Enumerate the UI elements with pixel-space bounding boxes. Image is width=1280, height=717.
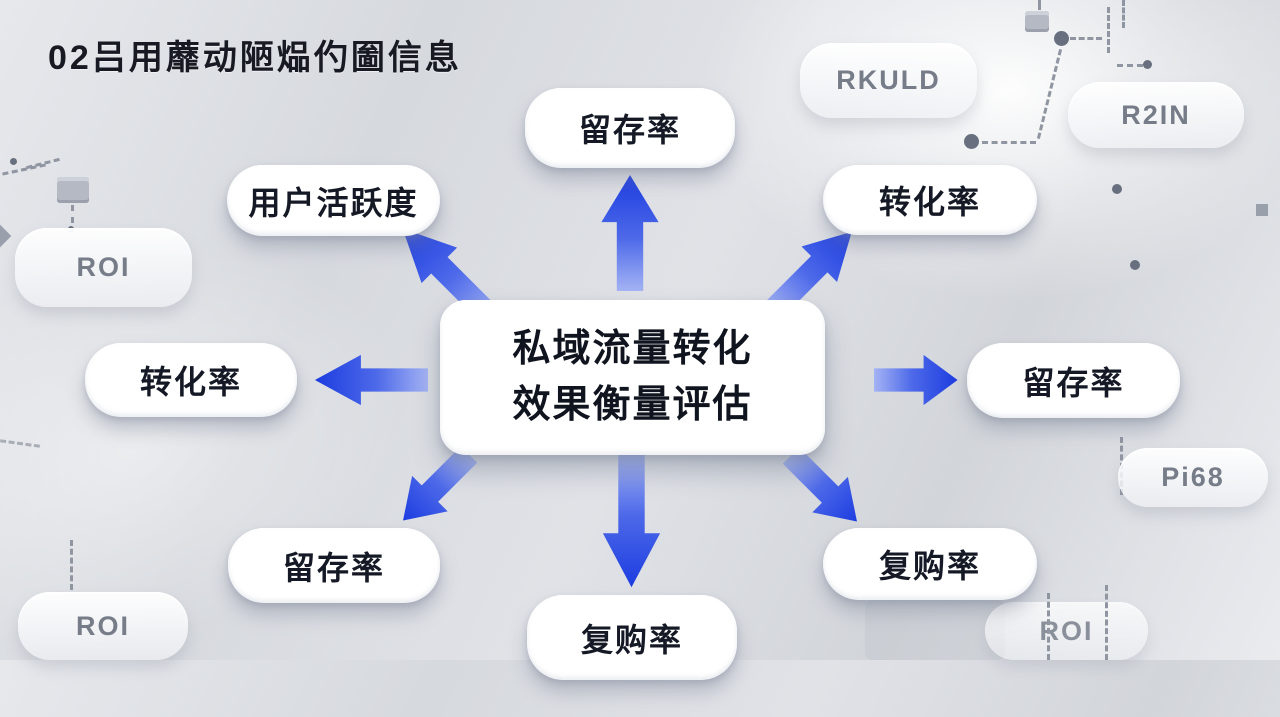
- node-repurchase-bottom: 复购率: [527, 595, 737, 680]
- badge-label: R2IN: [1121, 99, 1191, 130]
- node-retention-right: 留存率: [967, 343, 1180, 418]
- dot-icon: [964, 134, 979, 149]
- dashed-line: [1070, 37, 1102, 40]
- node-user-activity: 用户活跃度: [227, 165, 440, 236]
- badge-pi68: Pi68: [1118, 448, 1268, 507]
- dashed-line: [1105, 585, 1108, 660]
- arrow-down-right-icon: [770, 435, 878, 543]
- dashed-line: [1122, 0, 1125, 28]
- node-label: 留存率: [1022, 364, 1125, 401]
- dashed-line: [0, 439, 41, 448]
- badge-label: ROI: [76, 252, 131, 282]
- dashed-line: [26, 157, 60, 170]
- node-retention-bottom-left: 留存率: [228, 528, 440, 603]
- node-repurchase-bottom-right: 复购率: [823, 528, 1037, 600]
- dashed-line: [1117, 64, 1143, 67]
- center-node-line1: 私域流量转化: [512, 328, 753, 371]
- badge-roi-bottom-left: ROI: [18, 592, 188, 660]
- node-label: 复购率: [580, 621, 683, 658]
- background-shape: [865, 600, 1005, 660]
- node-retention-top: 留存率: [525, 88, 735, 168]
- node-label: 留存率: [282, 549, 385, 586]
- badge-label: Pi68: [1161, 462, 1225, 492]
- dashed-line: [1107, 7, 1110, 53]
- arrow-right-icon: [874, 351, 959, 409]
- badge-roi-left: ROI: [15, 228, 192, 307]
- center-node-line2: 效果衡量评估: [512, 383, 753, 426]
- dot-icon: [1054, 31, 1069, 46]
- square-icon: [1256, 204, 1268, 216]
- node-label: 转化率: [139, 364, 242, 400]
- dashed-line: [1047, 593, 1050, 660]
- dashed-line: [1036, 49, 1063, 139]
- badge-r2in: R2IN: [1068, 82, 1244, 148]
- dot-icon: [1130, 260, 1140, 270]
- box-icon: [57, 177, 89, 203]
- arrow-down-left-icon: [381, 434, 489, 542]
- dashed-line: [982, 141, 1036, 144]
- node-label: 用户活跃度: [248, 184, 419, 221]
- node-label: 复购率: [878, 548, 981, 584]
- center-node: 私域流量转化 效果衡量评估: [440, 300, 825, 455]
- dot-icon: [10, 158, 17, 165]
- arrow-down-icon: [599, 454, 665, 590]
- badge-label: RKULD: [836, 65, 941, 95]
- node-conversion-top-right: 转化率: [823, 165, 1037, 235]
- arrow-up-icon: [597, 173, 663, 291]
- dashed-line: [1038, 0, 1041, 10]
- cube-icon: [1025, 11, 1049, 32]
- dashed-line: [70, 540, 73, 590]
- badge-rkuld: RKULD: [800, 43, 977, 118]
- node-label: 转化率: [878, 184, 981, 220]
- dot-icon: [1112, 184, 1122, 194]
- dashed-line: [71, 205, 74, 223]
- dot-icon: [1143, 60, 1152, 69]
- arrow-left-icon: [313, 351, 428, 409]
- badge-roi-bottom-right: ROI: [985, 602, 1148, 660]
- node-conversion-left: 转化率: [85, 343, 297, 417]
- slide-title: 02吕用蘼动陋煰仢圗信息: [48, 39, 462, 77]
- node-label: 留存率: [578, 112, 681, 148]
- badge-label: ROI: [75, 610, 130, 641]
- cube-icon: [0, 224, 12, 248]
